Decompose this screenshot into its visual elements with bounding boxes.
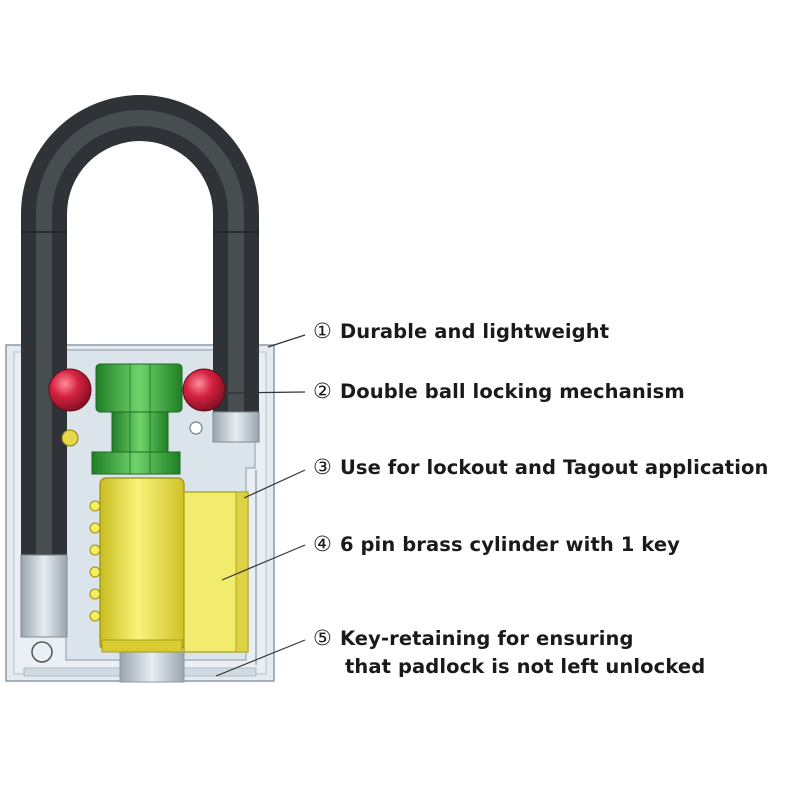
feature-label-5: ⑤ Key-retaining for ensuring that padlock … <box>313 624 705 681</box>
feature-label-1: ① Durable and lightweight <box>313 317 609 346</box>
leader-lines <box>215 334 306 677</box>
pin-hole-detail <box>189 421 203 435</box>
feature-number-2: ② <box>313 379 332 403</box>
leader-line-2 <box>221 391 306 394</box>
screw-hole-detail <box>31 641 53 663</box>
shackle <box>20 95 260 638</box>
small-ball-detail <box>61 429 79 447</box>
keyway <box>119 651 185 683</box>
cylinder-pins <box>89 500 101 622</box>
leader-line-4 <box>221 544 306 581</box>
locking-ball-left <box>48 368 92 412</box>
feature-label-3: ③ Use for lockout and Tagout application <box>313 453 768 482</box>
feature-text-1: Durable and lightweight <box>339 320 610 343</box>
locking-ball-right <box>182 368 226 412</box>
feature-text-4: 6 pin brass cylinder with 1 key <box>339 533 680 556</box>
feature-label-2: ② Double ball locking mechanism <box>313 377 685 406</box>
leader-line-1 <box>267 334 306 348</box>
feature-text-5-line2: that padlock is not left unlocked <box>345 655 706 678</box>
feature-text-2: Double ball locking mechanism <box>339 380 685 403</box>
brass-cylinder <box>99 477 249 653</box>
green-locking-core <box>91 363 183 475</box>
feature-number-5: ⑤ <box>313 626 332 650</box>
feature-number-4: ④ <box>313 532 332 556</box>
feature-number-1: ① <box>313 319 332 343</box>
feature-text-3: Use for lockout and Tagout application <box>339 456 769 479</box>
leader-line-3 <box>243 469 306 499</box>
leader-line-5 <box>215 639 306 677</box>
feature-text-5: Key-retaining for ensuring <box>339 627 634 650</box>
feature-label-4: ④ 6 pin brass cylinder with 1 key <box>313 530 680 559</box>
feature-number-3: ③ <box>313 455 332 479</box>
